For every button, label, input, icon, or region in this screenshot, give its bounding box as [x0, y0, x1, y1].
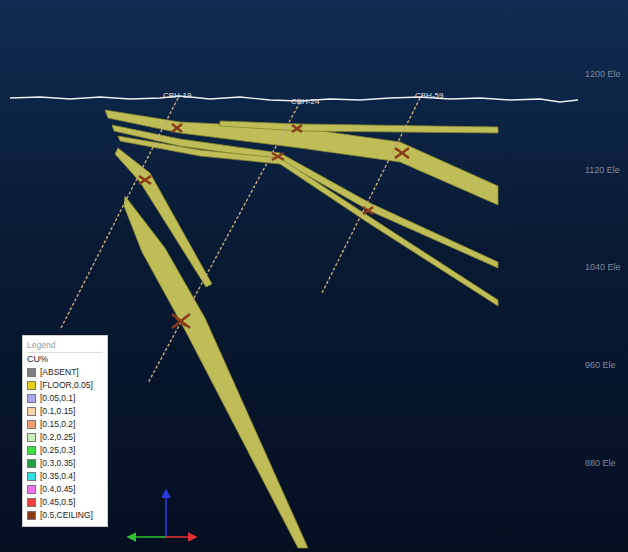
legend-text: [0.1,0.15] [40, 405, 75, 418]
legend-swatch [27, 485, 36, 494]
legend-entry: [0.15,0.2] [27, 418, 103, 431]
drillhole-label: CBH-59 [415, 91, 443, 100]
legend-swatch [27, 420, 36, 429]
legend-text: [0.05,0.1] [40, 392, 75, 405]
legend-swatch [27, 472, 36, 481]
legend-entry: [FLOOR,0.05] [27, 379, 103, 392]
elevation-label: 1200 Ele [585, 69, 621, 79]
legend-entry: [0.2,0.25] [27, 431, 103, 444]
legend-swatch [27, 511, 36, 520]
legend-panel: LegendCU%[ABSENT][FLOOR,0.05][0.05,0.1][… [22, 335, 108, 527]
legend-entry: [0.4,0.45] [27, 483, 103, 496]
legend-swatch [27, 459, 36, 468]
elevation-label: 1120 Ele [585, 165, 620, 175]
legend-swatch [27, 368, 36, 377]
legend-text: [0.4,0.45] [40, 483, 75, 496]
axis-widget [128, 490, 196, 537]
assay-intercepts [139, 124, 409, 328]
legend-entry: [0.05,0.1] [27, 392, 103, 405]
legend-text: [0.5,CEILING] [40, 509, 93, 522]
legend-variable: CU% [27, 353, 103, 366]
drill-holes [60, 98, 420, 383]
legend-swatch [27, 394, 36, 403]
elevation-label: 960 Ele [585, 360, 616, 370]
legend-swatch [27, 407, 36, 416]
ore-veins [105, 110, 498, 548]
legend-entry: [0.5,CEILING] [27, 509, 103, 522]
elevation-label: 1040 Ele [585, 262, 621, 272]
legend-entry: [0.3,0.35] [27, 457, 103, 470]
legend-text: [0.2,0.25] [40, 431, 75, 444]
legend-text: [0.35,0.4] [40, 470, 75, 483]
drillhole-label: CBH-24 [291, 97, 319, 106]
legend-text: [0.15,0.2] [40, 418, 75, 431]
elevation-label: 880 Ele [585, 458, 616, 468]
legend-entry: [0.1,0.15] [27, 405, 103, 418]
legend-entry: [0.45,0.5] [27, 496, 103, 509]
legend-swatch [27, 446, 36, 455]
legend-text: [FLOOR,0.05] [40, 379, 93, 392]
legend-swatch [27, 381, 36, 390]
legend-entry: [0.25,0.3] [27, 444, 103, 457]
legend-entry: [0.35,0.4] [27, 470, 103, 483]
legend-entry: [ABSENT] [27, 366, 103, 379]
drillhole-label: CBH-19 [163, 91, 191, 100]
legend-title: Legend [27, 338, 103, 353]
legend-text: [ABSENT] [40, 366, 79, 379]
legend-swatch [27, 498, 36, 507]
legend-text: [0.25,0.3] [40, 444, 75, 457]
legend-swatch [27, 433, 36, 442]
legend-text: [0.45,0.5] [40, 496, 75, 509]
legend-text: [0.3,0.35] [40, 457, 75, 470]
